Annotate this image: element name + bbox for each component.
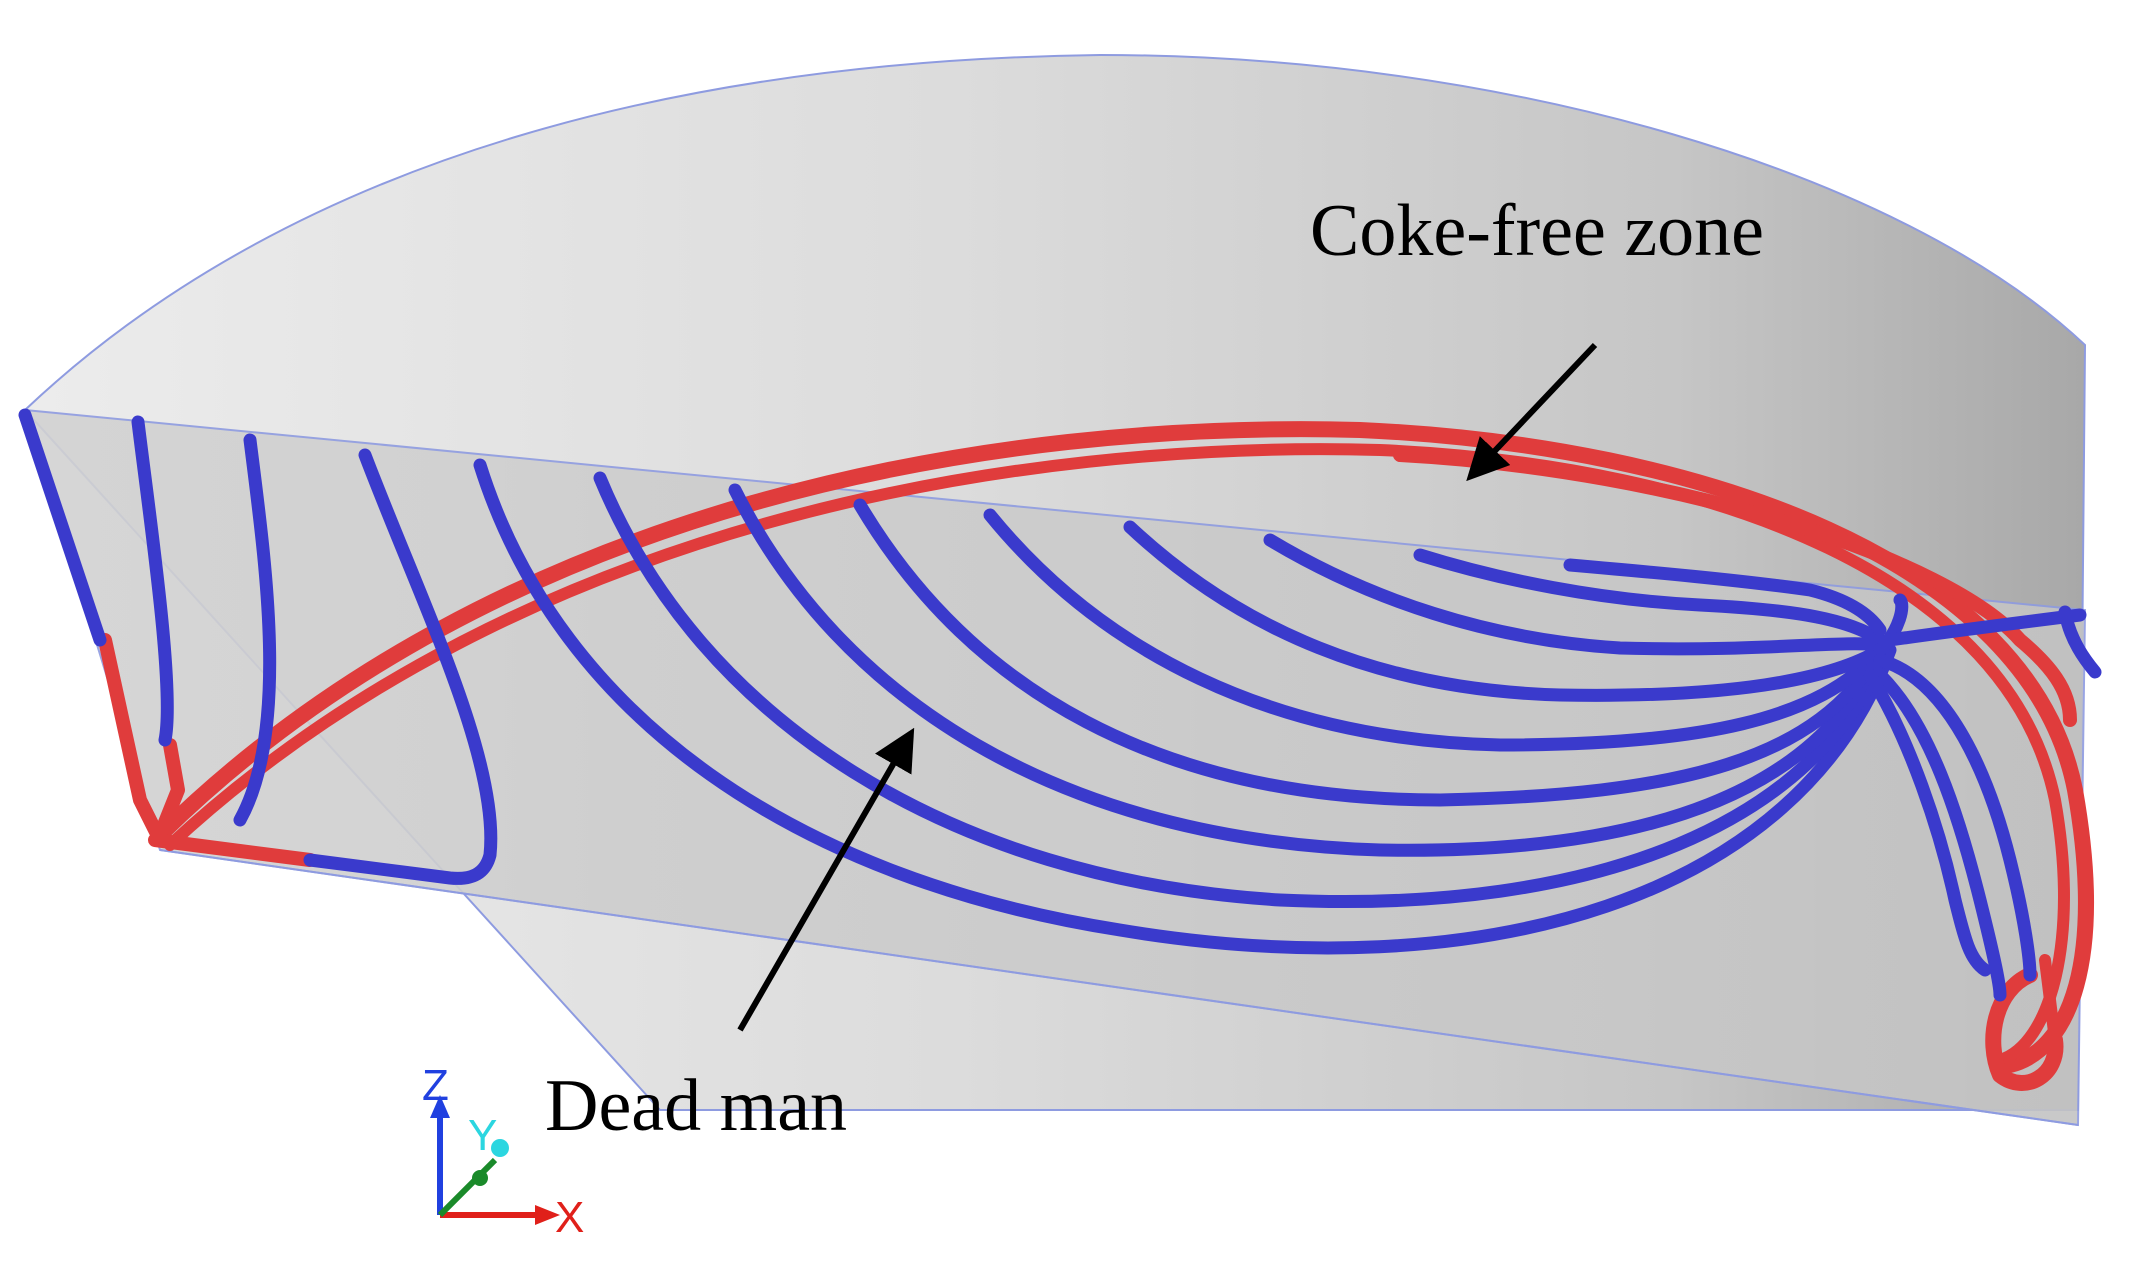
dead-man-streamline	[1263, 533, 1887, 656]
dead-man-streamline	[853, 498, 1887, 807]
annotation-arrows	[737, 342, 1598, 1032]
dead-man-streamline	[1873, 593, 1909, 657]
coke-free-streamline	[1393, 448, 2077, 727]
dead-man-arrow	[737, 727, 915, 1032]
dead-man-streamline	[1873, 653, 2037, 982]
axis-y-line	[437, 1157, 498, 1218]
coke-free-streamline	[2039, 954, 2061, 1046]
dead-man-streamline	[473, 458, 1897, 955]
coke-free-streamline	[152, 421, 2094, 1073]
axis-z-label: Z	[422, 1061, 449, 1110]
dead-man-streamline	[1123, 520, 1887, 702]
axis-z-arrow	[430, 1095, 450, 1118]
coke-free-zone-label: Coke-free zone	[1310, 190, 1764, 272]
axis-origin-dot	[472, 1170, 488, 1186]
coke-free-streamline	[153, 738, 185, 842]
axis-x-label: X	[555, 1193, 584, 1242]
coke-free-streamlines	[98, 421, 2094, 1091]
dead-man-streamline	[1863, 668, 1992, 977]
coke-free-streamline	[98, 633, 167, 847]
dead-man-streamline	[2058, 605, 2102, 679]
dead-man-streamlines	[18, 408, 2102, 1002]
axis-x-arrow	[535, 1205, 560, 1225]
dead-man-streamline	[1413, 548, 1887, 647]
axis-y-dot	[491, 1139, 509, 1157]
coke-free-zone-arrow	[1466, 342, 1598, 482]
dead-man-streamline	[1868, 663, 2007, 1002]
coordinate-triad: Z Y X	[422, 1061, 584, 1242]
dead-man-streamline	[1563, 558, 1887, 637]
hearth-bottom-edge	[159, 849, 2079, 1126]
dead-man-streamline	[131, 415, 174, 747]
dead-man-streamline	[728, 483, 1887, 857]
dead-man-label: Dead man	[545, 1065, 847, 1147]
dead-man-streamline	[593, 471, 1892, 909]
dead-man-streamline	[303, 448, 498, 885]
dead-man-streamline	[983, 508, 1887, 752]
dead-man-streamline	[18, 408, 107, 647]
dead-man-streamline	[233, 433, 277, 827]
axis-y-label: Y	[468, 1111, 497, 1160]
coke-free-streamline	[148, 833, 317, 867]
